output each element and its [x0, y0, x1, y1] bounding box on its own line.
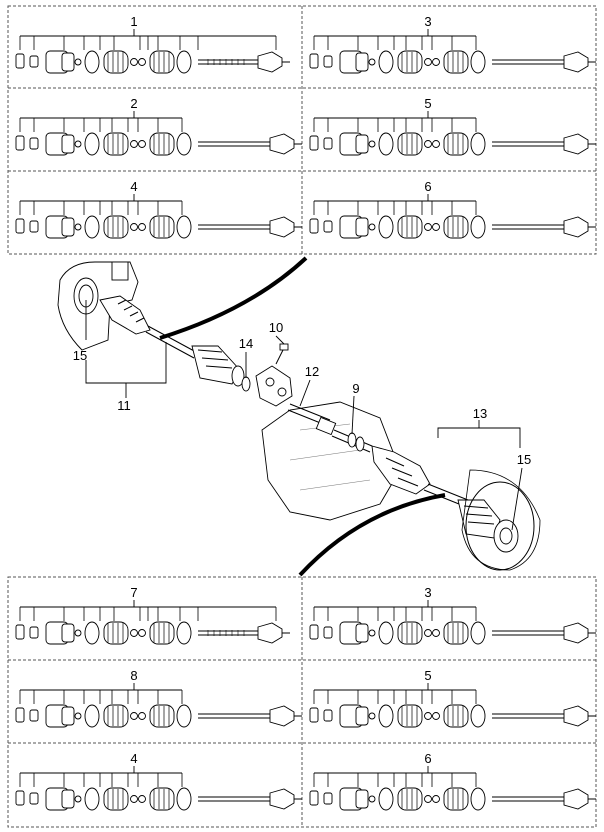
right-axle — [371, 445, 501, 539]
decor-arc-bottom — [298, 493, 446, 577]
axle-parts — [309, 787, 596, 811]
panel-number: 8 — [130, 668, 137, 683]
panel-number: 2 — [130, 96, 137, 111]
axle-parts — [309, 704, 596, 728]
callout-15-left: 15 — [73, 348, 87, 363]
panel-number: 6 — [424, 179, 431, 194]
panels_top-panel-2: 2 — [15, 96, 302, 156]
panel-number: 1 — [130, 14, 137, 29]
axle-parts — [309, 50, 596, 74]
axle-parts — [15, 704, 302, 728]
intermediate-shaft — [287, 403, 373, 453]
panel-number: 3 — [424, 14, 431, 29]
callout-13: 13 — [473, 406, 487, 421]
axle-parts — [15, 50, 290, 74]
callout-11: 11 — [117, 398, 131, 413]
panel-number: 6 — [424, 751, 431, 766]
axle-parts — [15, 621, 290, 645]
panels_top-panel-0: 1 — [15, 14, 290, 74]
leader-lines — [85, 300, 523, 531]
callout-15-right: 15 — [517, 452, 531, 467]
panels_top-panel-5: 6 — [309, 179, 596, 239]
callout-12: 12 — [305, 364, 319, 379]
left-axle — [99, 295, 245, 387]
bottom-panel-grid — [7, 576, 597, 828]
panels_bottom-panel-1: 3 — [309, 585, 596, 645]
transmission-outline — [261, 401, 401, 521]
panel-number: 3 — [424, 585, 431, 600]
panel-number: 4 — [130, 751, 137, 766]
panel-number: 4 — [130, 179, 137, 194]
left-hub — [57, 261, 139, 351]
panels_bottom-panel-3: 5 — [309, 668, 596, 728]
panels_top-panel-1: 3 — [309, 14, 596, 74]
callout-14: 14 — [239, 336, 253, 351]
panels_bottom-panel-0: 7 — [15, 585, 290, 645]
axle-parts — [15, 787, 302, 811]
panels_bottom-panel-4: 4 — [15, 751, 302, 811]
top-panels: 1 3 2 5 4 6 — [15, 14, 596, 239]
panel-number: 5 — [424, 668, 431, 683]
bearing-bracket — [255, 343, 293, 407]
panel-number: 5 — [424, 96, 431, 111]
bottom-panels: 7 3 8 5 4 6 — [15, 585, 596, 811]
axle-parts — [309, 621, 596, 645]
axle-parts — [309, 215, 596, 239]
panels_top-panel-4: 4 — [15, 179, 302, 239]
panel-number: 7 — [130, 585, 137, 600]
panels_bottom-panel-2: 8 — [15, 668, 302, 728]
callout-10: 10 — [269, 320, 283, 335]
decor-arc-top — [159, 256, 308, 340]
callout-9: 9 — [352, 381, 359, 396]
axle-parts — [15, 132, 302, 156]
top-panel-grid — [7, 5, 597, 255]
panels_top-panel-3: 5 — [309, 96, 596, 156]
axle-parts — [309, 132, 596, 156]
snap-ring — [241, 376, 251, 392]
assembly-drawing: 15 11 14 10 12 9 13 15 — [57, 256, 541, 577]
axle-parts — [15, 215, 302, 239]
panels_bottom-panel-5: 6 — [309, 751, 596, 811]
